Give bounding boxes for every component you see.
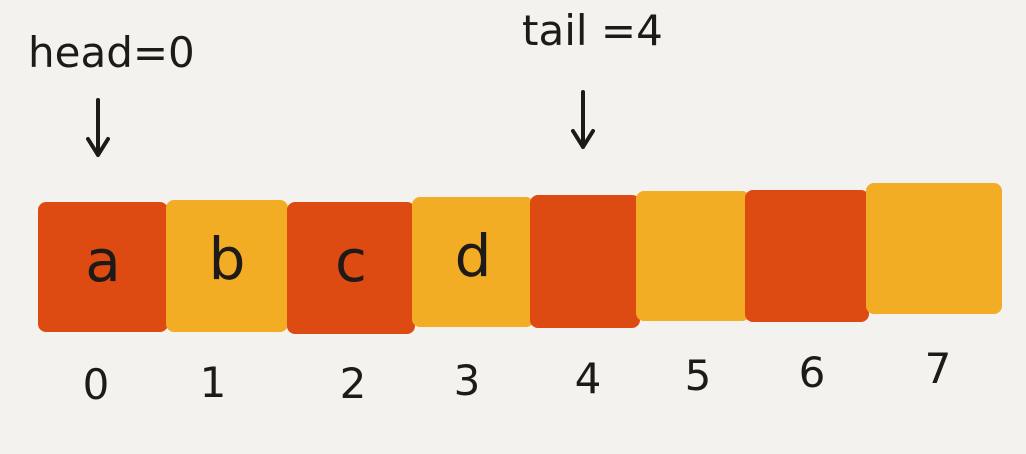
queue-index-6: 6 [798,348,826,397]
queue-cell-7 [866,183,1002,314]
head-down-arrow-icon [86,98,110,157]
queue-cell-0: a [38,202,168,332]
queue-cell-6 [745,190,869,322]
queue-index-7: 7 [924,344,952,393]
head-pointer-label: head=0 [28,28,195,77]
tail-down-arrow-icon [571,90,595,149]
queue-index-1: 1 [199,358,227,407]
queue-cell-4 [530,195,640,328]
queue-index-5: 5 [684,351,712,400]
queue-cell-1: b [166,200,288,332]
queue-cell-value-1: b [208,225,246,293]
queue-index-3: 3 [453,356,481,405]
queue-index-4: 4 [574,354,602,403]
queue-cell-3: d [412,197,534,327]
tail-pointer-label: tail =4 [522,6,663,55]
queue-cell-value-0: a [85,227,121,295]
queue-cell-value-3: d [454,222,492,290]
queue-cell-value-2: c [335,227,367,295]
queue-cell-5 [636,191,750,321]
queue-cell-2: c [287,202,415,334]
queue-index-0: 0 [82,360,110,409]
queue-index-2: 2 [339,359,367,408]
